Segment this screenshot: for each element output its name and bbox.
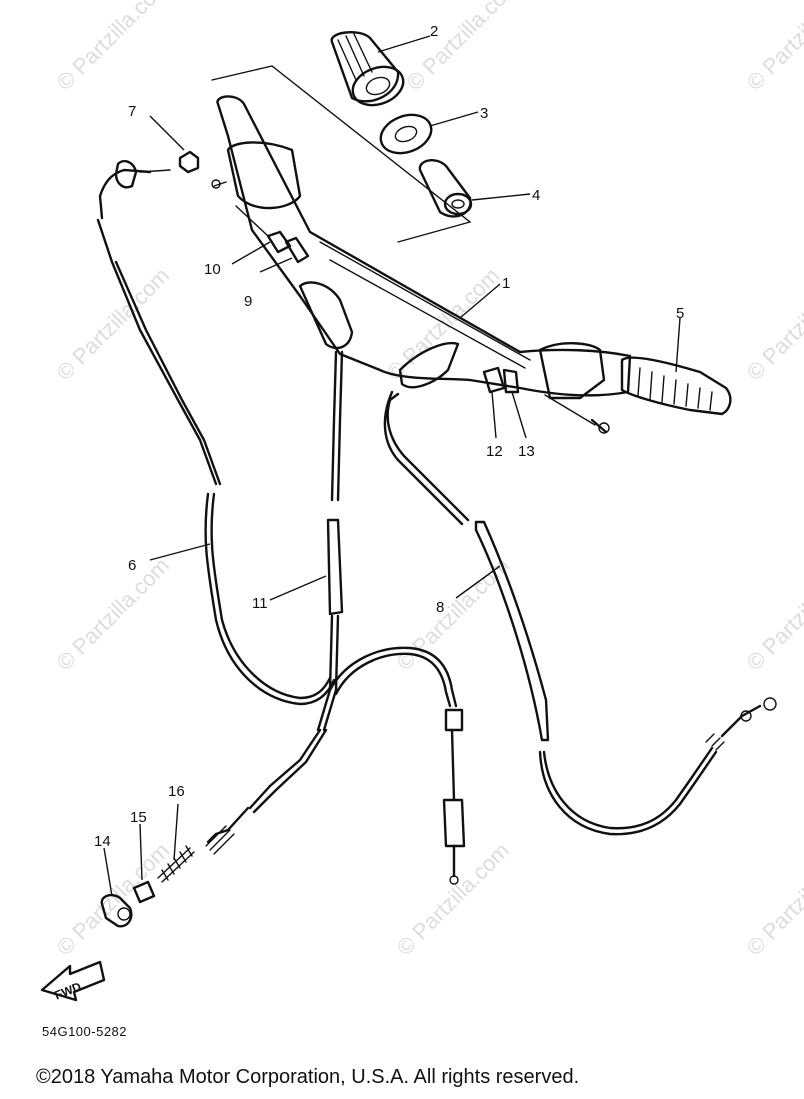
callout-2: 2 [430, 23, 438, 40]
part-1-handlebar[interactable] [211, 95, 632, 434]
part-7-nut[interactable] [178, 150, 200, 174]
callout-6: 6 [128, 557, 136, 574]
callout-8: 8 [436, 599, 444, 616]
part-12-adjuster[interactable] [482, 366, 506, 394]
callout-9: 9 [244, 293, 252, 310]
part-5-right-grip[interactable] [620, 356, 732, 416]
part-2-grip[interactable] [330, 31, 409, 112]
callout-11: 11 [252, 595, 268, 612]
part-4-throttle-sleeve[interactable] [418, 159, 473, 218]
part-6-cable[interactable] [96, 160, 336, 706]
part-13-locknut[interactable] [502, 368, 520, 394]
leader-lines [103, 35, 681, 897]
callout-1: 1 [502, 275, 510, 292]
copyright-notice: ©2018 Yamaha Motor Corporation, U.S.A. A… [36, 1066, 580, 1088]
callout-4: 4 [532, 187, 540, 204]
part-9-adjuster[interactable] [284, 236, 310, 264]
callout-10: 10 [204, 261, 221, 278]
callout-15: 15 [130, 809, 147, 826]
diagram-code: 54G100-5282 [42, 1024, 128, 1039]
assembly-bracket [211, 65, 472, 243]
part-11-cable-loop [328, 646, 466, 885]
part-14-end-cap[interactable] [100, 893, 133, 928]
part-8-cable[interactable] [383, 341, 777, 836]
callout-13: 13 [518, 443, 535, 460]
callout-16: 16 [168, 783, 185, 800]
callout-labels: 2 3 4 5 7 1 10 9 12 13 6 11 8 16 15 14 [94, 23, 684, 850]
part-16-spring[interactable] [157, 845, 195, 883]
callout-5: 5 [676, 305, 684, 322]
part-3-washer[interactable] [375, 108, 436, 160]
part-11-cable[interactable] [205, 281, 354, 855]
fwd-label: FWD [53, 979, 84, 1002]
part-15-sleeve[interactable] [132, 880, 156, 904]
callout-12: 12 [486, 443, 503, 460]
callout-7: 7 [128, 103, 136, 120]
callout-3: 3 [480, 105, 488, 122]
part-10-locknut[interactable] [235, 205, 292, 254]
callout-14: 14 [94, 833, 111, 850]
fwd-arrow: FWD [40, 960, 106, 1002]
